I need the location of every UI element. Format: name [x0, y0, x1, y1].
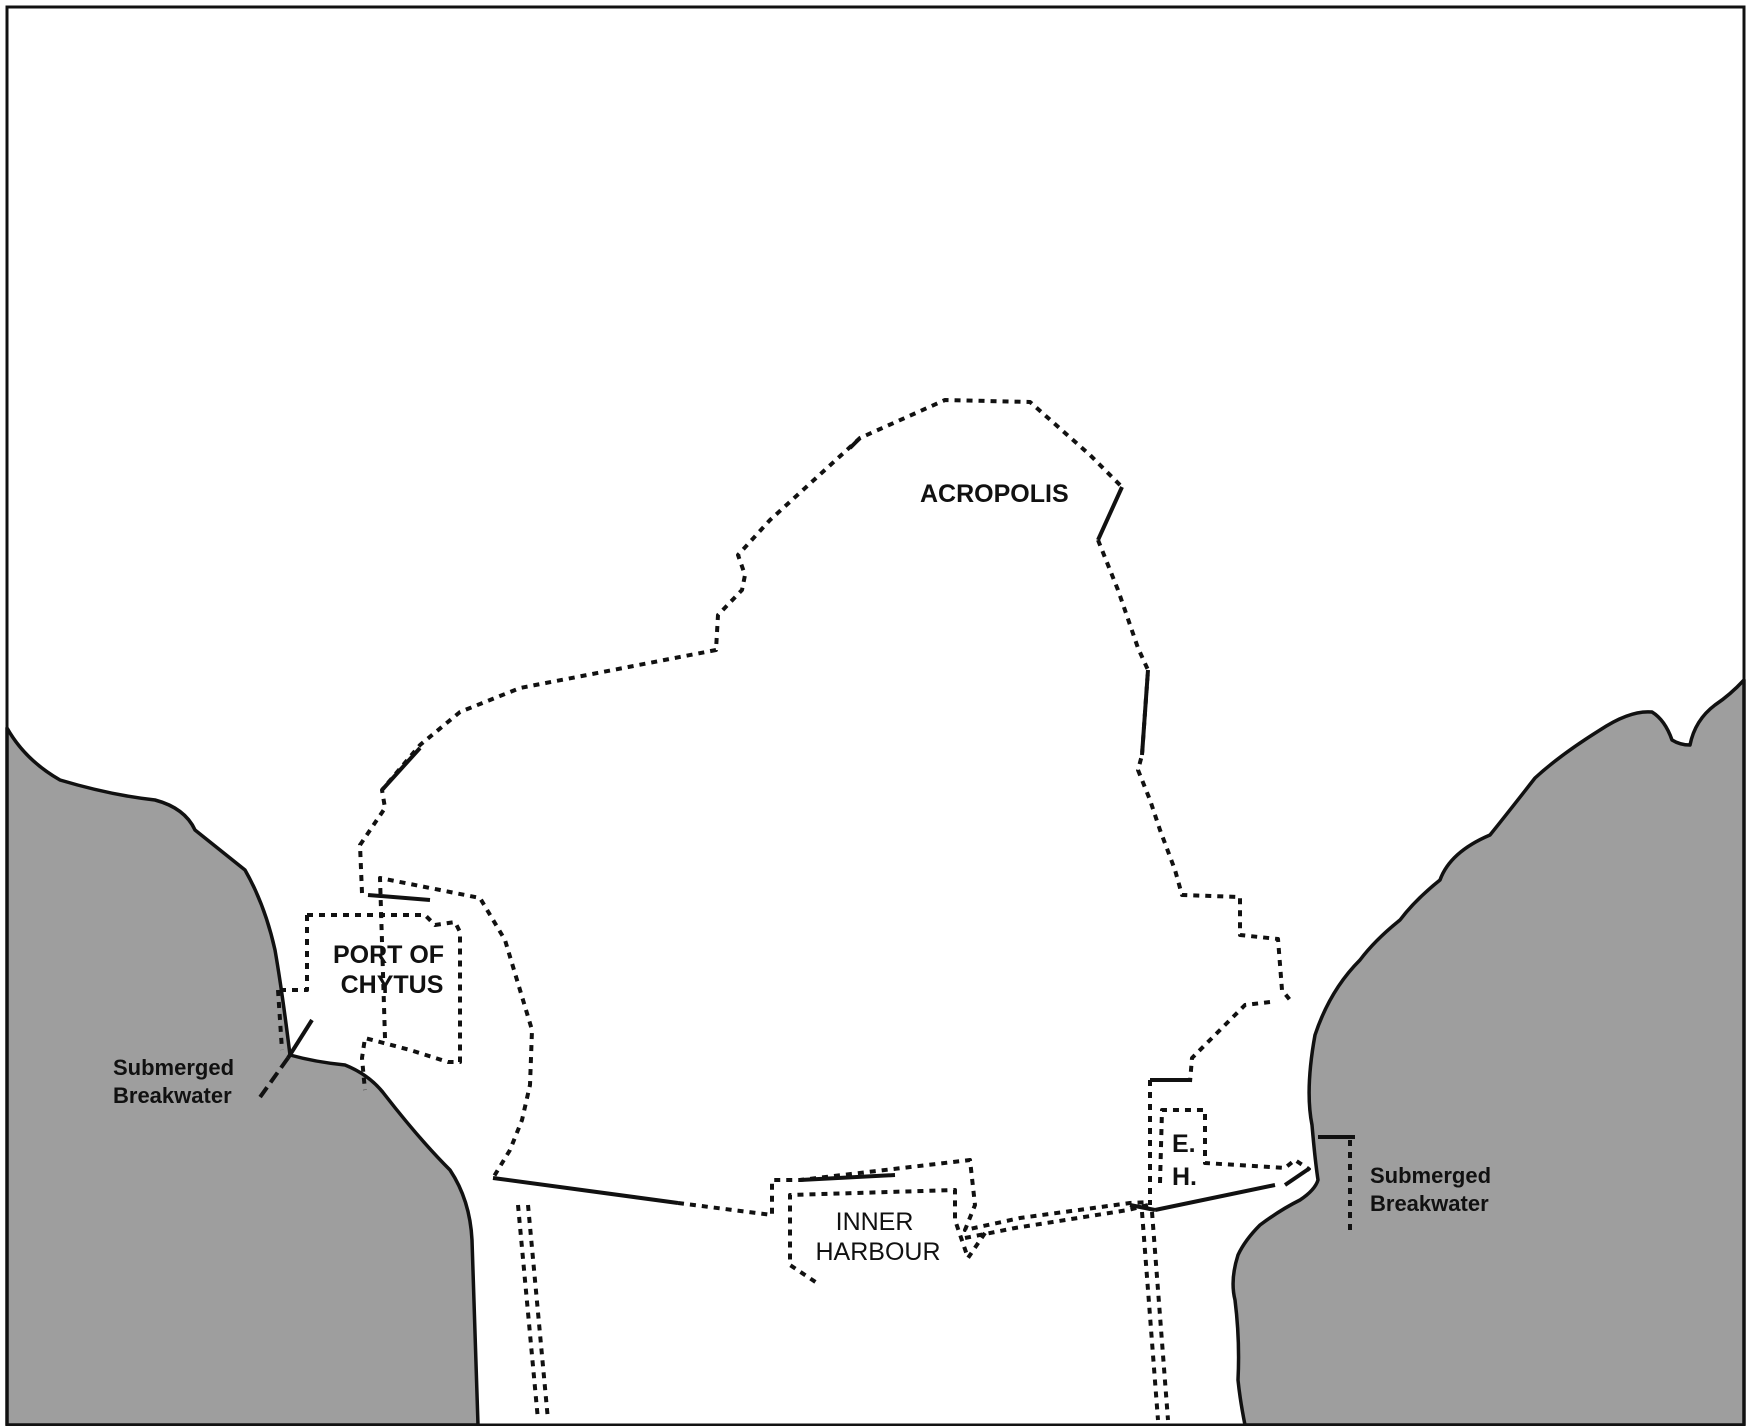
breakwater-left-solid — [286, 1018, 314, 1060]
port-of-chytus-enclosure-west — [278, 915, 309, 992]
wall-solid-5 — [367, 893, 431, 902]
label-breakwater-left-line1: Submerged — [113, 1055, 234, 1080]
wall-solid-4 — [1140, 669, 1150, 756]
city-wall-south-mid — [677, 1158, 1151, 1232]
south-wall-east-b — [1150, 1211, 1170, 1421]
city-wall-east — [1096, 539, 1292, 1002]
label-inner-line1: INNER — [836, 1208, 914, 1236]
label-east-line2: H. — [1172, 1163, 1197, 1191]
city-wall-west — [378, 876, 534, 1180]
label-breakwater-right-line1: Submerged — [1370, 1163, 1491, 1188]
label-inner-line2: HARBOUR — [815, 1238, 940, 1266]
wall-solid-2 — [1096, 486, 1124, 541]
left-coastline — [5, 726, 480, 1426]
city-wall-northwest — [358, 398, 1124, 894]
city-wall-southeast — [1188, 1000, 1271, 1083]
city-wall-east-harbour — [1158, 1108, 1312, 1184]
wall-solid-10 — [1154, 1183, 1276, 1212]
label-port-of-chytus: PORT OF CHYTUS — [333, 941, 451, 999]
label-breakwater-left: Submerged Breakwater — [113, 1055, 240, 1108]
label-acropolis: ACROPOLIS — [920, 480, 1069, 508]
label-port-line1: PORT OF — [333, 941, 444, 969]
wall-solid-1 — [848, 436, 862, 450]
label-port-line2: CHYTUS — [341, 971, 444, 999]
wall-solid-6 — [492, 1176, 679, 1205]
label-inner-harbour: INNER HARBOUR — [815, 1208, 940, 1266]
city-wall-south-mid-inner — [964, 1203, 1149, 1240]
right-coastline — [1231, 678, 1746, 1426]
breakwater-left-dashed — [256, 1056, 290, 1102]
label-breakwater-right: Submerged Breakwater — [1370, 1163, 1497, 1216]
label-breakwater-right-line2: Breakwater — [1370, 1191, 1489, 1216]
label-east-harbour: E. H. — [1172, 1130, 1203, 1191]
inner-harbour-enclosure — [788, 1188, 987, 1287]
wall-solid-7 — [799, 1173, 896, 1182]
wall-solid-11 — [1283, 1166, 1312, 1187]
south-wall-east-a — [1140, 1211, 1160, 1421]
wall-solid-9 — [1129, 1203, 1156, 1212]
port-of-chytus-enclosure-west-2 — [276, 989, 284, 1051]
wall-solid-3 — [380, 746, 422, 792]
label-breakwater-left-line2: Breakwater — [113, 1083, 232, 1108]
label-east-line1: E. — [1172, 1130, 1196, 1158]
